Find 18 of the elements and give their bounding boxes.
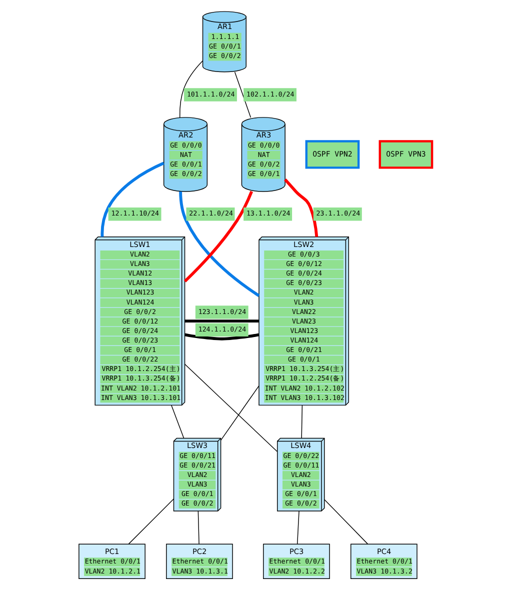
connector	[184, 364, 278, 452]
connector	[128, 498, 174, 544]
connector	[220, 385, 260, 441]
connector	[301, 405, 303, 438]
connector	[324, 499, 368, 544]
connector	[284, 178, 318, 237]
connector	[179, 60, 204, 118]
connector	[184, 190, 254, 282]
connector	[234, 72, 252, 118]
connector	[184, 333, 260, 340]
label: OSPF VPN3	[386, 149, 426, 158]
connector	[184, 320, 259, 323]
connector	[179, 191, 260, 297]
connector	[198, 510, 200, 544]
label: OSPF VPN2	[312, 149, 352, 158]
connector	[100, 162, 164, 237]
connector	[296, 510, 300, 544]
connector	[171, 405, 184, 438]
